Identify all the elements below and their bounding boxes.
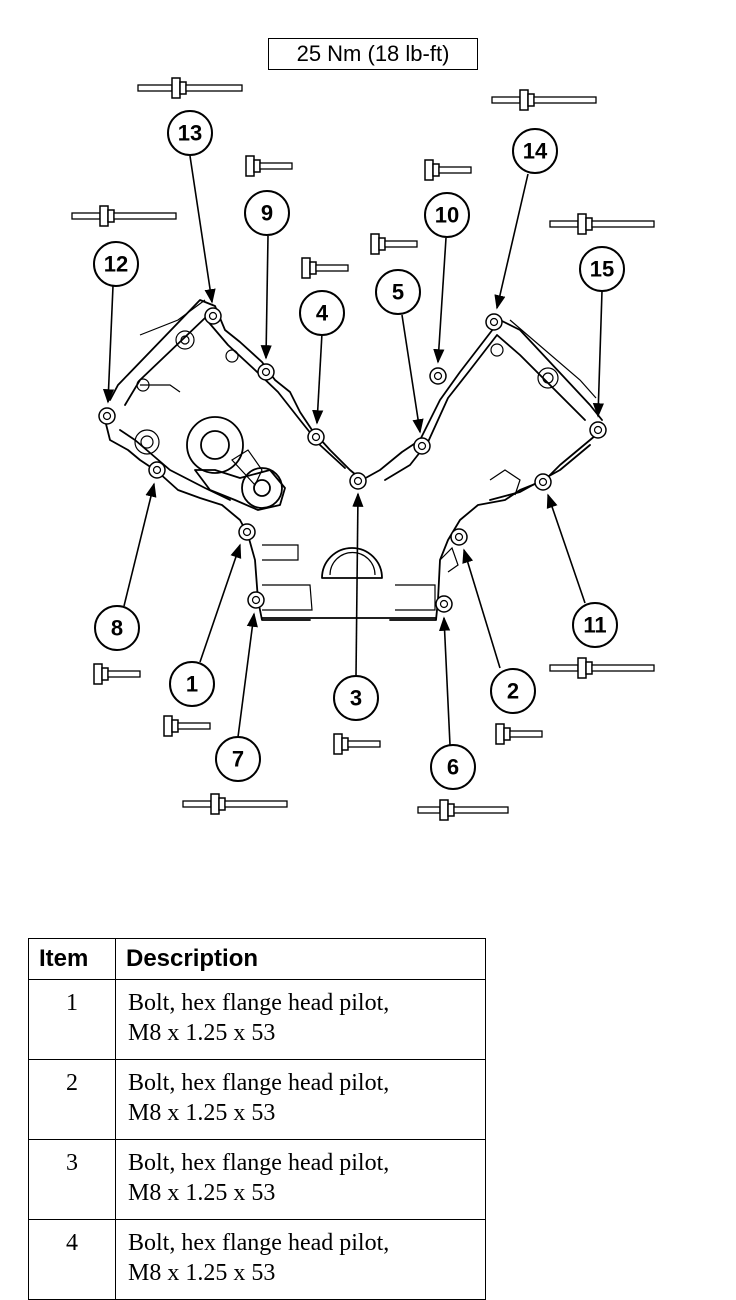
torque-spec-label: 25 Nm (18 lb-ft) <box>268 38 478 70</box>
bolt-locations <box>98 307 607 613</box>
svg-text:14: 14 <box>523 139 548 164</box>
long-bolt-icon <box>549 213 655 235</box>
svg-text:8: 8 <box>111 616 123 641</box>
callout-15: 15 <box>579 246 625 292</box>
short-bolt-icon <box>301 257 349 279</box>
svg-text:5: 5 <box>392 280 404 305</box>
short-bolt-icon <box>245 155 293 177</box>
engine-front-cover-diagram: 1 2 3 4 5 6 7 8 9 10 11 12 13 14 15 <box>71 77 655 821</box>
callout-9: 9 <box>244 190 290 236</box>
item-description: Bolt, hex flange head pilot,M8 x 1.25 x … <box>115 979 486 1060</box>
front-cover-outline <box>104 299 603 621</box>
short-bolt-icon <box>370 233 418 255</box>
item-number: 4 <box>28 1219 116 1300</box>
callout-14: 14 <box>512 128 558 174</box>
short-bolt-icon <box>424 159 472 181</box>
item-description: Bolt, hex flange head pilot,M8 x 1.25 x … <box>115 1059 486 1140</box>
callouts: 1 2 3 4 5 6 7 8 9 10 11 12 13 14 15 <box>93 110 625 790</box>
short-bolt-icon <box>163 715 211 737</box>
long-bolt-icon <box>417 799 509 821</box>
svg-text:15: 15 <box>590 257 614 282</box>
leader-lines <box>102 155 605 746</box>
svg-text:7: 7 <box>232 747 244 772</box>
item-description: Bolt, hex flange head pilot,M8 x 1.25 x … <box>115 1219 486 1300</box>
svg-text:13: 13 <box>178 121 202 146</box>
header-item: Item <box>28 938 116 980</box>
svg-text:10: 10 <box>435 203 459 228</box>
table-row: 1 Bolt, hex flange head pilot,M8 x 1.25 … <box>28 979 486 1060</box>
table-row: 2 Bolt, hex flange head pilot,M8 x 1.25 … <box>28 1059 486 1140</box>
header-description: Description <box>115 938 486 980</box>
callout-3: 3 <box>333 675 379 721</box>
long-bolt-icon <box>491 89 597 111</box>
table-row: 4 Bolt, hex flange head pilot,M8 x 1.25 … <box>28 1219 486 1300</box>
svg-text:1: 1 <box>186 672 198 697</box>
callout-7: 7 <box>215 736 261 782</box>
short-bolt-icon <box>93 663 141 685</box>
svg-text:4: 4 <box>316 301 329 326</box>
svg-text:3: 3 <box>350 686 362 711</box>
svg-text:2: 2 <box>507 679 519 704</box>
parts-legend-table: Item Description 1 Bolt, hex flange head… <box>28 938 486 1300</box>
callout-5: 5 <box>375 269 421 315</box>
bolt-illustrations <box>71 77 655 821</box>
callout-1: 1 <box>169 661 215 707</box>
long-bolt-icon <box>182 793 288 815</box>
long-bolt-icon <box>549 657 655 679</box>
callout-4: 4 <box>299 290 345 336</box>
long-bolt-icon <box>137 77 243 99</box>
table-row: 3 Bolt, hex flange head pilot,M8 x 1.25 … <box>28 1139 486 1220</box>
callout-6: 6 <box>430 744 476 790</box>
svg-text:11: 11 <box>583 613 606 638</box>
item-number: 3 <box>28 1139 116 1220</box>
short-bolt-icon <box>495 723 543 745</box>
callout-2: 2 <box>490 668 536 714</box>
callout-11: 11 <box>572 602 618 648</box>
short-bolt-icon <box>333 733 381 755</box>
callout-13: 13 <box>167 110 213 156</box>
callout-10: 10 <box>424 192 470 238</box>
item-number: 2 <box>28 1059 116 1140</box>
svg-text:9: 9 <box>261 201 273 226</box>
item-description: Bolt, hex flange head pilot,M8 x 1.25 x … <box>115 1139 486 1220</box>
svg-text:12: 12 <box>104 252 128 277</box>
svg-text:6: 6 <box>447 755 459 780</box>
callout-8: 8 <box>94 605 140 651</box>
item-number: 1 <box>28 979 116 1060</box>
callout-12: 12 <box>93 241 139 287</box>
long-bolt-icon <box>71 205 177 227</box>
table-header-row: Item Description <box>28 938 486 980</box>
